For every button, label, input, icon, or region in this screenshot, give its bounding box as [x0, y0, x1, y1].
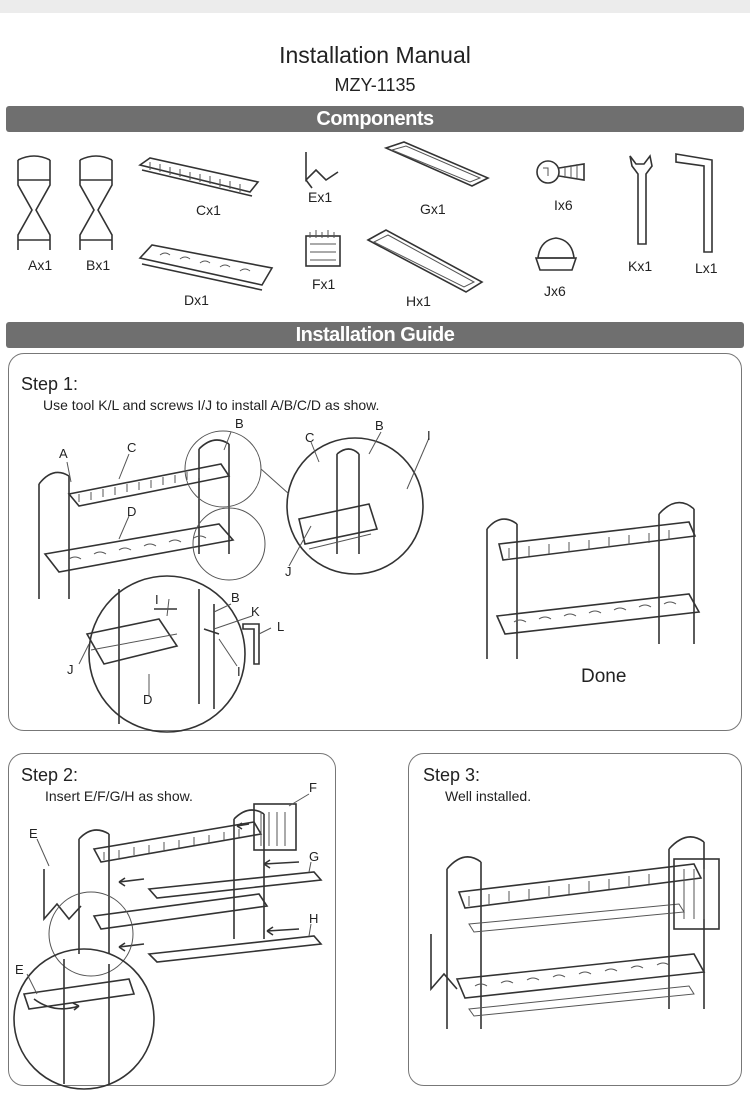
step2-callout-f: F	[309, 780, 317, 795]
part-h-tray	[366, 229, 484, 293]
step1-assembly-diagram	[38, 430, 701, 733]
done-label: Done	[581, 666, 627, 687]
label-part-j: Jx6	[544, 283, 566, 299]
label-part-h: Hx1	[406, 293, 431, 309]
step1-panel: Step 1: Use tool K/L and screws I/J to i…	[8, 353, 742, 733]
step1-callout-i-detail: I	[427, 428, 431, 443]
label-part-d: Dx1	[184, 292, 209, 308]
label-part-l: Lx1	[695, 260, 718, 276]
label-part-c: Cx1	[196, 202, 221, 218]
step1-callout-l: L	[277, 619, 285, 634]
step3-panel: Step 3: Well installed.	[408, 753, 742, 1086]
part-j-cap-nut	[534, 237, 578, 271]
part-k-wrench	[629, 154, 653, 245]
step2-panel: Step 2: Insert E/F/G/H as show.	[8, 753, 336, 1090]
label-part-b: Bx1	[86, 257, 111, 273]
step1-callout-b-lower: B	[231, 590, 240, 605]
step2-callout-e: E	[29, 826, 38, 841]
step1-callout-i: I	[155, 592, 159, 607]
step1-title: Step 1:	[21, 374, 79, 394]
step2-callout-g: G	[309, 849, 320, 864]
part-l-hex-key	[675, 153, 713, 253]
part-f-cutlery	[305, 230, 341, 267]
step2-callout-h: H	[309, 911, 319, 926]
step1-callout-c-detail: C	[305, 430, 315, 445]
step1-description: Use tool K/L and screws I/J to install A…	[43, 397, 380, 413]
part-b-frame	[79, 155, 113, 250]
label-part-k: Kx1	[628, 258, 653, 274]
step2-description: Insert E/F/G/H as show.	[45, 788, 193, 804]
label-part-f: Fx1	[312, 276, 336, 292]
step2-assembly-diagram	[13, 793, 323, 1090]
label-part-e: Ex1	[308, 189, 333, 205]
step1-callout-d: D	[127, 504, 137, 519]
step1-callout-k: K	[251, 604, 260, 619]
step1-callout-j-detail: J	[285, 564, 292, 579]
step3-assembled-rack	[430, 836, 720, 1029]
step1-callout-d-lower: D	[143, 692, 153, 707]
manual-title: Installation Manual	[279, 42, 471, 68]
step1-callout-b-detail: B	[375, 418, 384, 433]
label-part-i: Ix6	[554, 197, 573, 213]
part-a-frame	[17, 155, 51, 250]
step3-description: Well installed.	[445, 788, 532, 804]
step3-title: Step 3:	[423, 765, 481, 785]
step1-callout-a: A	[59, 446, 68, 461]
part-g-tray	[383, 141, 490, 187]
step1-callout-i-lower: I	[237, 664, 241, 679]
step2-callout-e-detail: E	[15, 962, 24, 977]
components-illustration	[17, 141, 713, 293]
step1-callout-c: C	[127, 440, 137, 455]
step2-title: Step 2:	[21, 765, 79, 785]
label-part-g: Gx1	[420, 201, 446, 217]
part-e-holder	[305, 152, 339, 189]
part-c-rack	[138, 157, 260, 197]
label-part-a: Ax1	[28, 257, 53, 273]
step1-callout-b: B	[235, 416, 244, 431]
step1-callout-j: J	[67, 662, 74, 677]
top-strip	[0, 0, 750, 13]
components-header: Components	[6, 106, 744, 132]
part-d-tray	[138, 244, 274, 291]
part-i-screw	[536, 160, 585, 184]
model-number: MZY-1135	[334, 75, 416, 95]
installation-guide-header: Installation Guide	[6, 322, 744, 348]
